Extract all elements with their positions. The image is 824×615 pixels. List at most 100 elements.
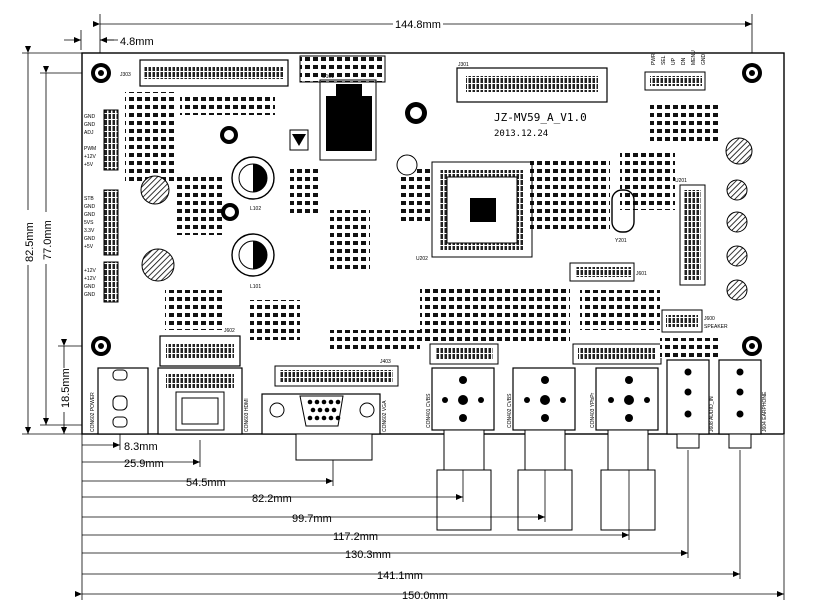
- capacitor: [140, 175, 170, 205]
- component-cluster-top-right: [650, 105, 720, 145]
- capacitor: [396, 154, 418, 176]
- svg-text:UP: UP: [671, 57, 677, 65]
- component-cluster-center: [330, 210, 370, 270]
- svg-text:3.3V: 3.3V: [84, 228, 95, 234]
- connector-j303: [139, 59, 289, 87]
- label-audio-in: J608 AUDIO_IN: [709, 396, 715, 432]
- label-earphone: J604 EARPHONE: [762, 391, 768, 432]
- keypad-pin-labels: PWR SEL UP DN MENU GND: [651, 50, 707, 65]
- svg-text:ADJ: ADJ: [84, 130, 94, 136]
- dim-height-total: 82.5mm: [24, 222, 36, 262]
- capacitor: [725, 137, 753, 165]
- dim-hole-offset: 4.8mm: [120, 36, 154, 48]
- ref-j303: J303: [120, 72, 131, 78]
- connector-strip-j601: [569, 262, 635, 282]
- capacitor: [141, 248, 175, 282]
- board-date: 2013.12.24: [494, 129, 548, 139]
- svg-text:GND: GND: [84, 292, 96, 298]
- svg-text:SEL: SEL: [661, 55, 667, 65]
- component-cluster-bottom-center: [420, 285, 570, 345]
- component-cluster-left-mid: [175, 175, 225, 235]
- ref-j600: J600: [704, 316, 715, 322]
- dim-25-9: 25.9mm: [124, 458, 164, 470]
- label-av3: CON403 YPbPr: [590, 392, 596, 428]
- component-cluster-audio: [660, 338, 720, 358]
- chip-u101-outline: [319, 79, 377, 161]
- svg-text:5VS: 5VS: [84, 220, 94, 226]
- connector-j302: [103, 189, 119, 256]
- svg-text:PWM: PWM: [84, 146, 96, 152]
- component-cluster-mid-low: [250, 300, 300, 340]
- dim-8-3: 8.3mm: [124, 441, 158, 453]
- ref-l102: L102: [250, 206, 261, 212]
- svg-text:+5V: +5V: [84, 162, 94, 168]
- chip-u101: [326, 96, 372, 151]
- chip-u202-outline: [431, 161, 533, 258]
- component-cluster-left-top: [125, 92, 175, 182]
- label-av2: CON402 CVBS: [507, 393, 513, 428]
- svg-text:GND: GND: [84, 114, 96, 120]
- dim-82-2: 82.2mm: [252, 493, 292, 505]
- ref-speaker: SPEAKER: [704, 324, 728, 330]
- component-cluster-top-row: [180, 95, 275, 115]
- component-cluster-right: [620, 150, 675, 210]
- ref-y201: Y201: [615, 238, 627, 244]
- svg-text:GND: GND: [84, 236, 96, 242]
- chip-u202-die: [470, 198, 496, 222]
- capacitor: [231, 156, 275, 200]
- component-cluster-mid-left: [290, 165, 320, 215]
- svg-text:GND: GND: [84, 284, 96, 290]
- svg-text:GND: GND: [84, 122, 96, 128]
- ref-u101: U101: [322, 74, 334, 80]
- connector-speaker: [661, 309, 703, 333]
- svg-text:PWR: PWR: [651, 53, 657, 65]
- svg-text:+12V: +12V: [84, 276, 96, 282]
- connector-j602: [159, 335, 241, 367]
- ref-l101: L101: [250, 284, 261, 290]
- mounting-hole-bottom-left: [91, 336, 111, 356]
- label-hdmi: CON603 HDMI: [244, 398, 250, 432]
- connector-j403: [274, 365, 399, 387]
- svg-text:MENU: MENU: [691, 50, 697, 65]
- svg-text:GND: GND: [84, 212, 96, 218]
- dimension-lines: [22, 14, 785, 600]
- dim-99-7: 99.7mm: [292, 513, 332, 525]
- earphone-jack: J604 EARPHONE: [718, 359, 768, 449]
- chip-u201: [679, 184, 706, 286]
- mounting-hole-bottom-right: [742, 336, 762, 356]
- connector-j301: [456, 67, 608, 103]
- ref-u202: U202: [416, 256, 428, 262]
- dimension-labels: 144.8mm 4.8mm 82.5mm 77.0mm 18.5mm 8.3mm…: [22, 16, 448, 602]
- vga-connector: CON602 VGA: [261, 393, 388, 461]
- connector-keypad-pins: [650, 76, 702, 86]
- capacitor: [221, 203, 239, 221]
- connector-j301-pins: [466, 76, 598, 92]
- svg-text:+12V: +12V: [84, 154, 96, 160]
- hdmi-connector: CON603 HDMI: [157, 367, 250, 435]
- label-vga: CON602 VGA: [382, 400, 388, 432]
- connector-j401: [103, 261, 119, 303]
- ref-j601: J601: [636, 271, 647, 277]
- connector-av-header-1: [429, 343, 499, 365]
- edge-connectors: CON602 POWER CON603 HDMI CON602 VGA: [90, 359, 768, 531]
- power-jack: CON602 POWER: [90, 367, 149, 435]
- component-cluster-right-low: [580, 290, 660, 330]
- crystal-y201: [611, 189, 635, 233]
- ribbon-connector-top: [299, 55, 386, 83]
- dim-height-holes: 77.0mm: [42, 220, 54, 260]
- component-cluster-j403: [330, 330, 420, 352]
- connector-j305: [103, 109, 119, 171]
- ref-j602: J602: [224, 328, 235, 334]
- component-cluster-right-mid: [530, 160, 610, 230]
- dim-top-width: 144.8mm: [395, 19, 441, 31]
- mounting-hole-top-right: [742, 63, 762, 83]
- label-power-jack: CON602 POWER: [90, 392, 96, 432]
- audio-in-jack: J608 AUDIO_IN: [666, 359, 715, 449]
- dim-height-lower: 18.5mm: [60, 368, 72, 408]
- svg-text:GND: GND: [701, 54, 707, 66]
- mounting-hole-top-left: [91, 63, 111, 83]
- svg-text:DN: DN: [681, 57, 687, 65]
- svg-text:GND: GND: [84, 204, 96, 210]
- chip-u101-tab: [336, 84, 362, 98]
- connector-keypad: [644, 71, 706, 91]
